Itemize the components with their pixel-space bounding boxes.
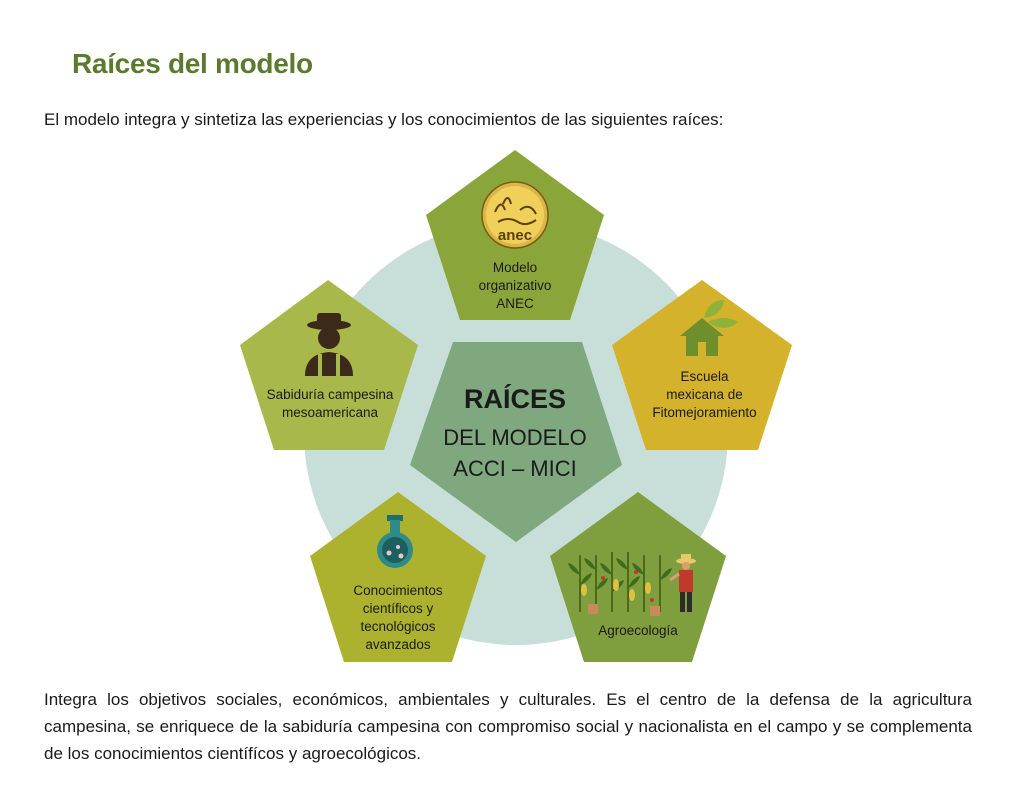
center-title: RAÍCES [463,384,566,414]
house-leaf-icon [680,300,738,356]
root-label-sabiduria: Sabiduría campesina mesoamericana [266,387,394,420]
closing-paragraph: Integra los objetivos sociales, económic… [44,690,972,763]
root-label-escuela: Escuela mexicana de Fitomejoramiento [652,369,757,420]
page-title: Raíces del modelo [72,48,313,79]
corn-farmer-icon [568,552,696,616]
flask-icon [377,515,413,568]
root-label-agroecologia: Agroecología [598,623,678,638]
root-pentagon-conocimientos [310,492,486,662]
farmer-icon [305,313,353,376]
anec-logo-icon: anec [481,181,549,249]
center-pentagon [410,342,622,542]
root-label-conocimientos: Conocimientos científicos y tecnológicos… [353,583,443,652]
root-label-anec: Modelo organizativo ANEC [478,260,552,311]
root-pentagon-escuela [612,280,792,450]
center-subtitle: DEL MODELO ACCI – MICI [443,425,587,481]
anec-logo-text: anec [498,227,532,244]
intro-text: El modelo integra y sintetiza las experi… [44,110,724,129]
